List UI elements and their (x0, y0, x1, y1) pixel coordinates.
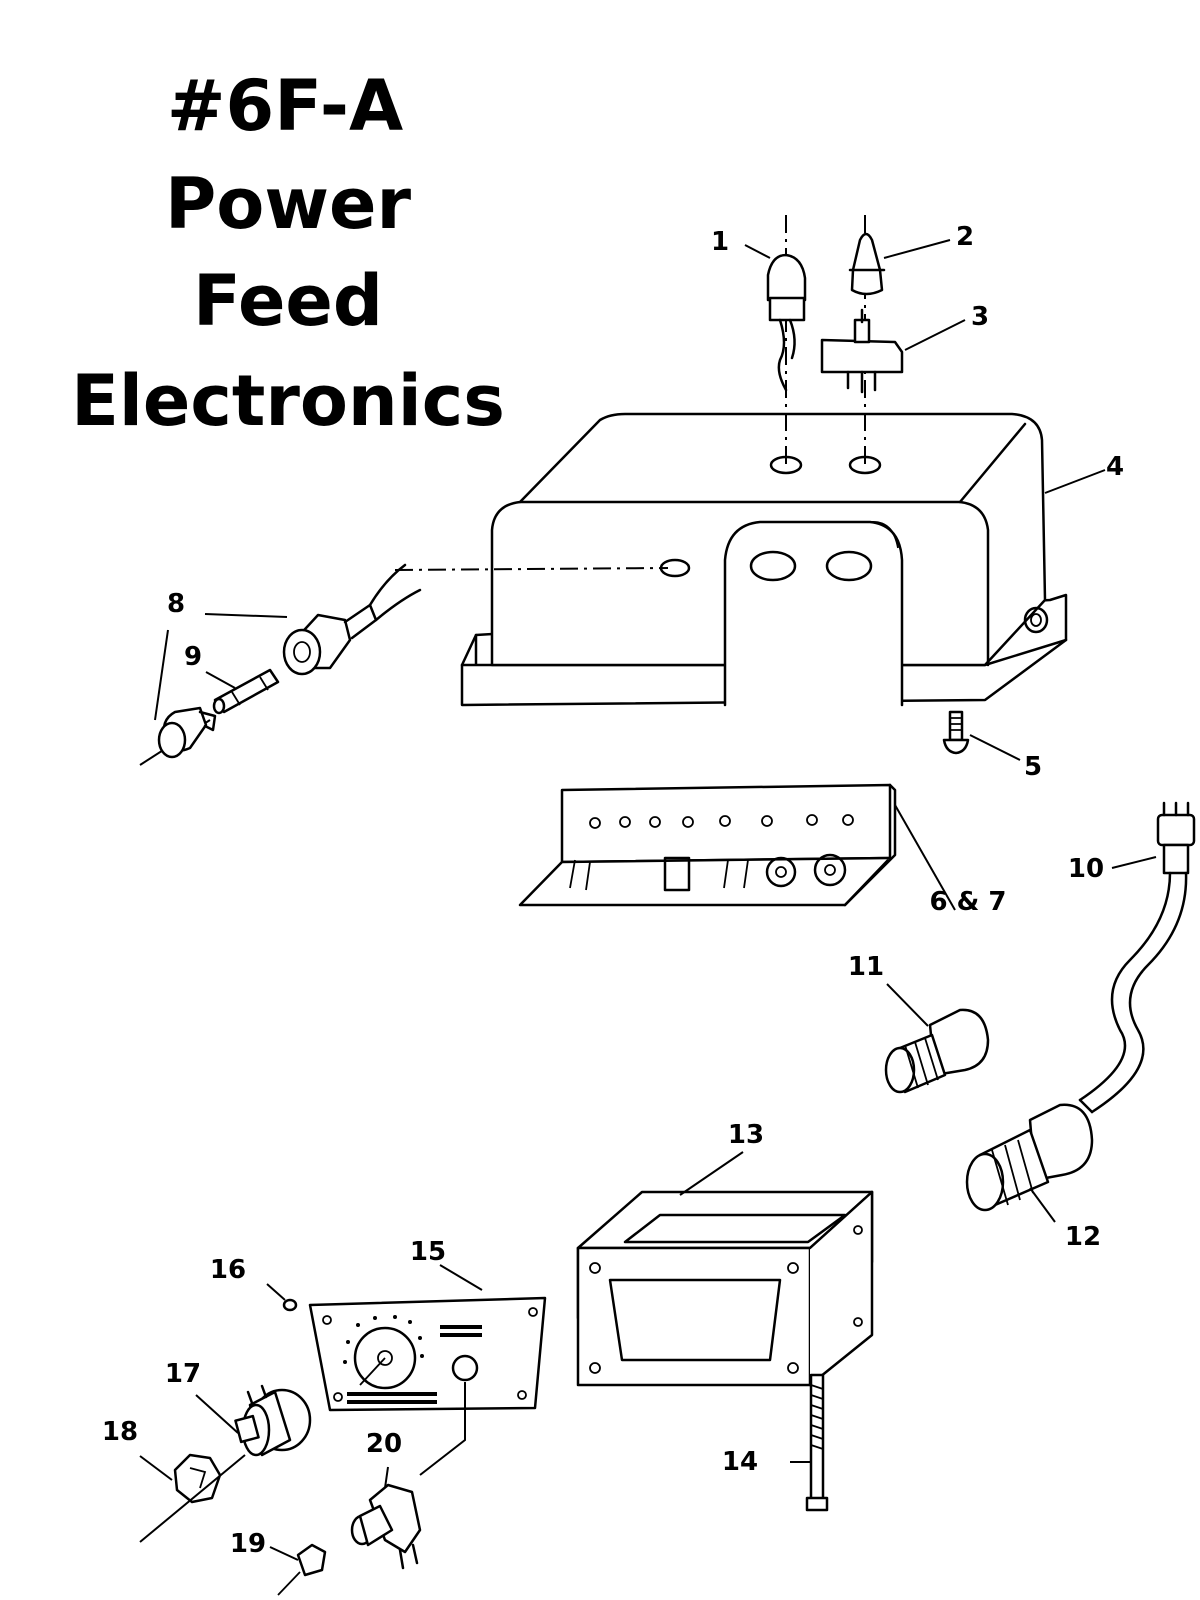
callout-11: 11 (848, 952, 884, 982)
small-nut-part (282, 1298, 298, 1312)
callout-12: 12 (1065, 1222, 1101, 1252)
title-line-1: #6F-A (167, 65, 403, 147)
callout-leaders (139, 239, 1157, 1561)
callout-15: 15 (410, 1237, 446, 1267)
title-line-2: Power (165, 163, 412, 245)
title-line-3: Feed (193, 260, 383, 342)
callout-9: 9 (184, 642, 202, 672)
fuse-holder-part (157, 563, 422, 759)
control-panel-part (308, 1296, 547, 1412)
power-cord-part (1078, 801, 1196, 1114)
callout-6-7: 6 & 7 (930, 887, 1007, 917)
circuit-board-part (518, 783, 897, 907)
callout-labels: 1 2 3 4 5 6 & 7 8 9 10 11 12 13 14 15 16… (102, 222, 1124, 1559)
strain-relief-small-part (884, 1008, 990, 1094)
callout-1: 1 (711, 227, 729, 257)
callout-5: 5 (1024, 752, 1042, 782)
fuse-part (212, 668, 280, 715)
cord-connector-part (965, 1103, 1094, 1212)
callout-17: 17 (165, 1359, 201, 1389)
knob-part (139, 1453, 246, 1543)
bolt-part (805, 1373, 829, 1512)
pilot-lamp-part (766, 253, 807, 392)
callout-19: 19 (230, 1529, 266, 1559)
toggle-boot-part (848, 232, 886, 296)
small-knob-part (277, 1543, 327, 1596)
rotary-switch-part (350, 1382, 466, 1570)
title-line-4: Electronics (71, 360, 505, 442)
callout-16: 16 (210, 1255, 246, 1285)
callout-20: 20 (366, 1429, 402, 1459)
callout-10: 10 (1068, 854, 1104, 884)
callout-2: 2 (956, 222, 974, 252)
callout-8: 8 (167, 589, 185, 619)
housing-cover-part (460, 412, 1068, 707)
potentiometer-part (234, 1384, 312, 1457)
callout-13: 13 (728, 1120, 764, 1150)
switch-part (820, 308, 904, 394)
diagram-title: #6F-A Power Feed Electronics (71, 65, 505, 442)
control-box-frame-part (576, 1190, 874, 1387)
screw-part (942, 710, 970, 755)
callout-3: 3 (971, 302, 989, 332)
callout-14: 14 (722, 1447, 758, 1477)
callout-18: 18 (102, 1417, 138, 1447)
callout-4: 4 (1106, 452, 1124, 482)
